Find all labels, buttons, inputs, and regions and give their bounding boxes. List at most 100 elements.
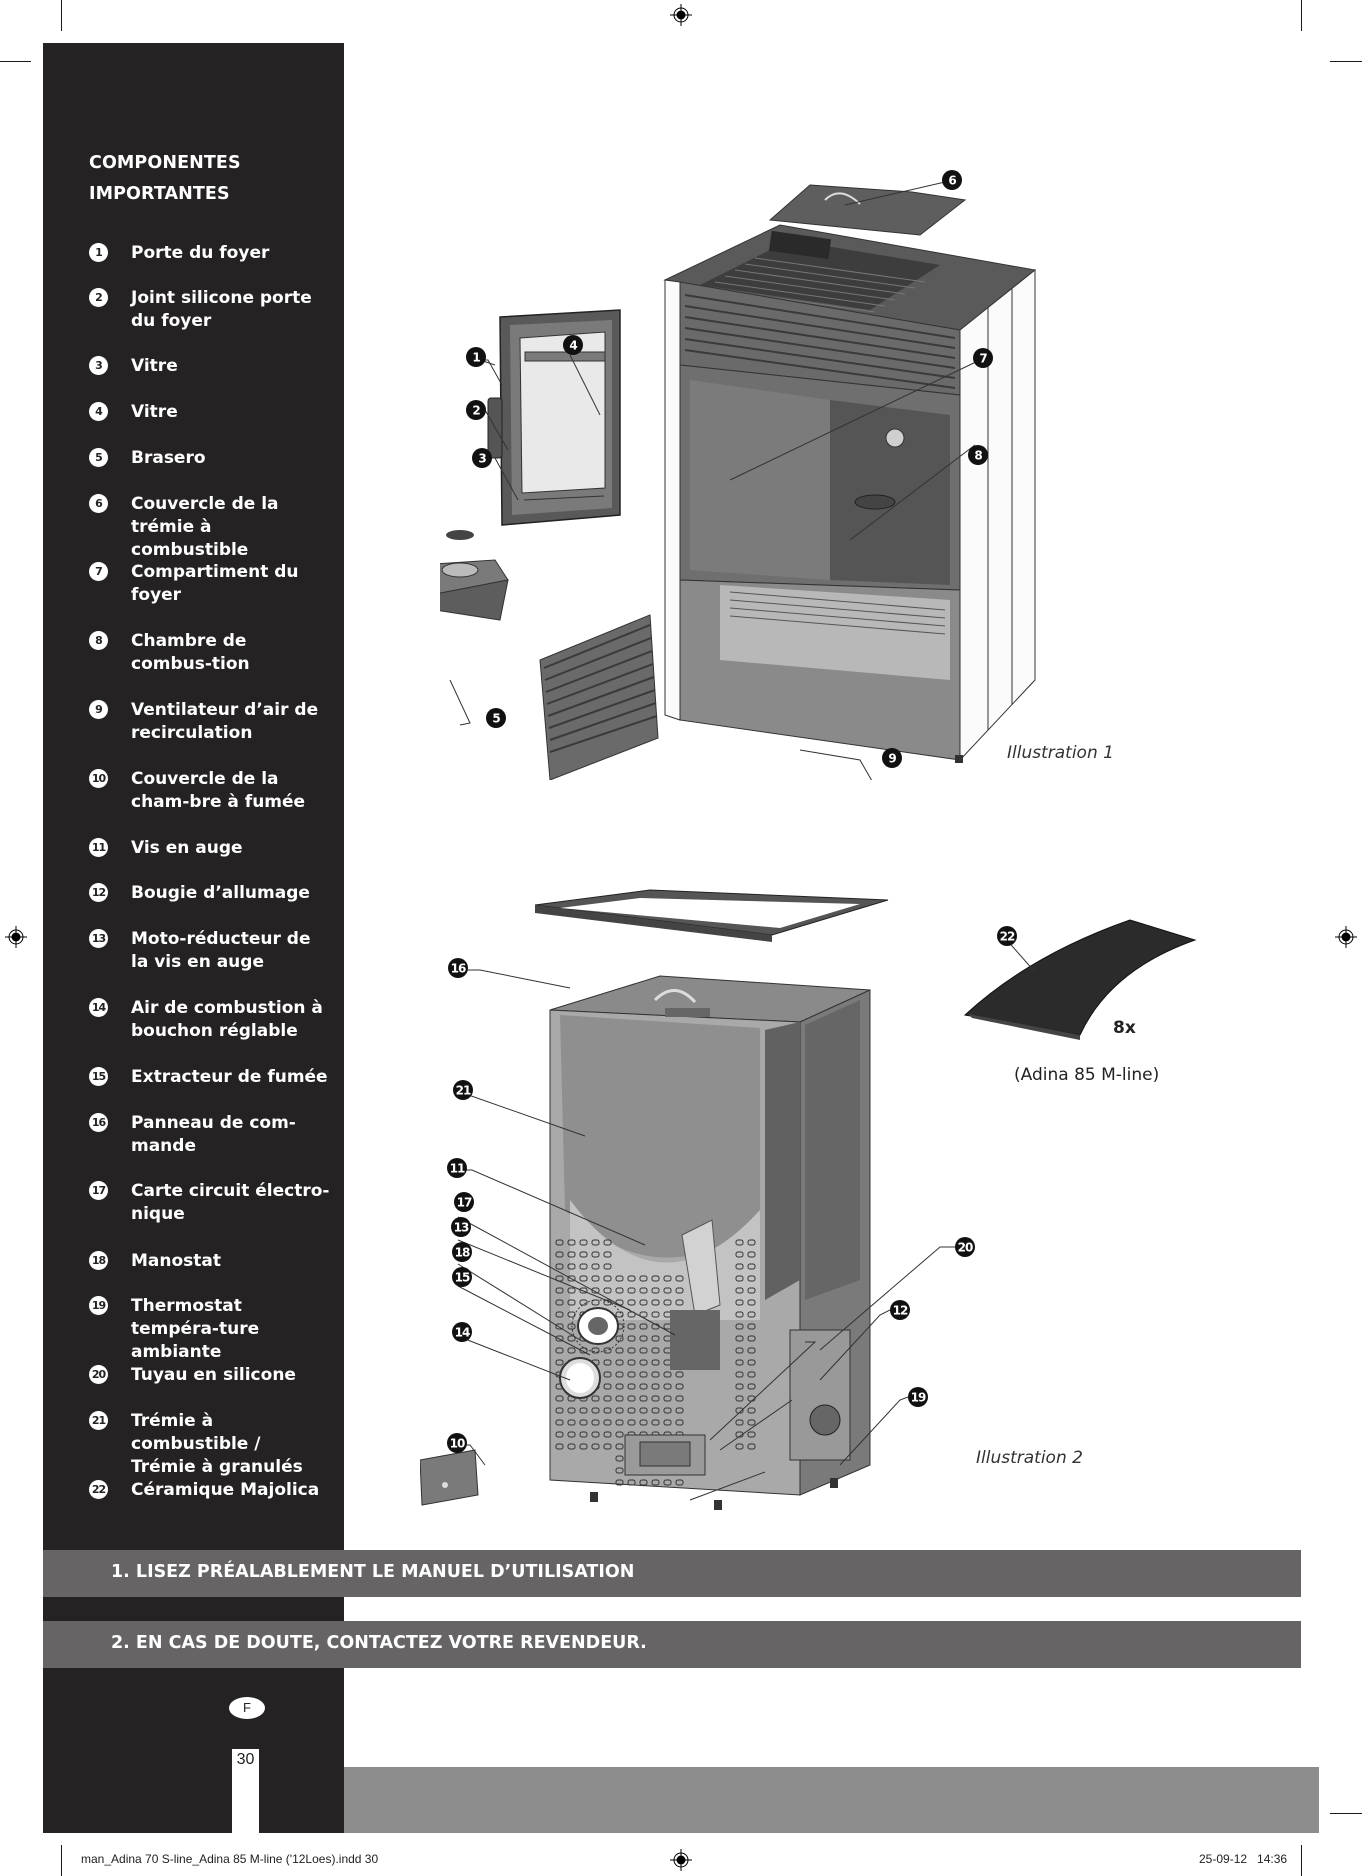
callout-label: 17 [457, 1196, 472, 1210]
callout-badge-4: 4 [563, 335, 583, 355]
callout-label: 22 [1000, 930, 1015, 944]
sidebar-title-line2: IMPORTANTES [89, 184, 230, 204]
component-label: Couvercle de la trémie à combustible [131, 494, 279, 560]
component-number-badge: 18 [89, 1251, 108, 1270]
callout-badge-21: 21 [453, 1080, 473, 1100]
component-label: Joint silicone porte du foyer [131, 288, 312, 331]
callout-badge-9: 9 [882, 748, 902, 768]
registration-mark-icon [670, 1849, 692, 1871]
callout-label: 21 [456, 1084, 471, 1098]
component-item: 19 Thermostat tempéra-ture ambiante [89, 1295, 339, 1364]
callout-label: 3 [478, 452, 486, 466]
brasero [440, 530, 509, 621]
component-number-badge: 1 [89, 243, 108, 262]
component-label: Ventilateur d’air de recirculation [131, 700, 319, 743]
component-item: 12 Bougie d’allumage [89, 882, 339, 905]
callout-label: 5 [492, 712, 500, 726]
callout-badge-8: 8 [968, 445, 988, 465]
component-item: 17 Carte circuit électro-nique [89, 1180, 339, 1226]
crop-mark-bottom-left-vertical [61, 1845, 62, 1876]
page-number: 30 [236, 1751, 255, 1768]
callout-badge-11: 11 [447, 1158, 467, 1178]
footer-slug-filename: man_Adina 70 S-line_Adina 85 M-line ('12… [81, 1852, 379, 1866]
component-number-badge: 16 [89, 1113, 108, 1132]
component-number-badge: 8 [89, 631, 108, 650]
callout-label: 14 [455, 1326, 470, 1340]
callout-badge-2: 2 [466, 400, 486, 420]
component-label: Céramique Majolica [131, 1480, 320, 1500]
door [487, 309, 621, 526]
stove-chassis [549, 975, 871, 1510]
component-number-badge: 5 [89, 448, 108, 467]
sidebar-title-line1: COMPONENTES [89, 153, 241, 173]
callout-badge-10: 10 [447, 1433, 467, 1453]
callout-badge-20: 20 [955, 1237, 975, 1257]
component-number-badge: 7 [89, 562, 108, 581]
callout-label: 20 [958, 1241, 973, 1255]
sidebar-title: COMPONENTES IMPORTANTES [89, 148, 329, 210]
callout-badge-6: 6 [942, 170, 962, 190]
callout-badge-18: 18 [452, 1242, 472, 1262]
component-number-badge: 12 [89, 883, 108, 902]
component-number-badge: 17 [89, 1181, 108, 1200]
callout-label: 13 [454, 1221, 469, 1235]
component-number-badge: 19 [89, 1296, 108, 1315]
component-item: 21 Trémie à combustible / Trémie à granul… [89, 1410, 339, 1479]
component-label: Carte circuit électro-nique [131, 1181, 330, 1224]
callout-label: 18 [455, 1246, 470, 1260]
callout-label: 6 [948, 174, 956, 188]
callout-badge-7: 7 [973, 348, 993, 368]
front-grille-panel [539, 614, 659, 780]
component-number-badge: 4 [89, 402, 108, 421]
component-label: Extracteur de fumée [131, 1067, 328, 1087]
crop-mark-top-right-vertical [1301, 0, 1302, 31]
crop-mark-top-left-horizontal [0, 61, 31, 62]
callout-badge-5: 5 [486, 708, 506, 728]
crop-mark-top-right-horizontal [1330, 61, 1362, 62]
callout-badge-14: 14 [452, 1322, 472, 1342]
component-label: Brasero [131, 448, 206, 468]
component-item: 13 Moto-réducteur de la vis en auge [89, 928, 339, 974]
callout-label: 9 [888, 752, 896, 766]
component-number-badge: 9 [89, 700, 108, 719]
callout-badge-16: 16 [448, 958, 468, 978]
component-number-badge: 13 [89, 929, 108, 948]
instruction-band-1: 1. LISEZ PRÉALABLEMENT LE MANUEL D’UTILI… [43, 1550, 1301, 1597]
component-label: Moto-réducteur de la vis en auge [131, 929, 311, 972]
component-item: 5 Brasero [89, 447, 339, 470]
leader-lines-right [819, 1246, 955, 1466]
instruction-text-2: 2. EN CAS DE DOUTE, CONTACTEZ VOTRE REVE… [111, 1633, 647, 1653]
stove-body [663, 224, 1037, 763]
instruction-band-2: 2. EN CAS DE DOUTE, CONTACTEZ VOTRE REVE… [43, 1621, 1301, 1668]
ceramic-model-note: (Adina 85 M-line) [1014, 1065, 1160, 1085]
callout-label: 11 [450, 1162, 465, 1176]
component-label: Air de combustion à bouchon réglable [131, 998, 323, 1041]
component-label: Thermostat tempéra-ture ambiante [131, 1296, 260, 1362]
component-item: 8 Chambre de combus-tion [89, 630, 339, 676]
component-label: Trémie à combustible / Trémie à granulés [131, 1411, 303, 1477]
callout-label: 8 [974, 449, 982, 463]
callout-badge-12: 12 [890, 1300, 910, 1320]
callout-badge-1: 1 [466, 347, 486, 367]
registration-mark-icon [5, 926, 27, 948]
component-label: Compartiment du foyer [131, 562, 299, 605]
component-label: Bougie d’allumage [131, 883, 310, 903]
component-item: 4 Vitre [89, 401, 339, 424]
component-label: Vitre [131, 402, 178, 422]
component-label: Couvercle de la cham-bre à fumée [131, 769, 306, 812]
callout-label: 12 [893, 1304, 908, 1318]
registration-mark-icon [1335, 926, 1357, 948]
callout-label: 2 [472, 404, 480, 418]
component-label: Chambre de combus-tion [131, 631, 250, 674]
component-number-badge: 21 [89, 1411, 108, 1430]
page-number-strip [232, 1749, 259, 1833]
illustration-1-caption: Illustration 1 [1007, 743, 1114, 763]
callout-label: 1 [472, 351, 480, 365]
